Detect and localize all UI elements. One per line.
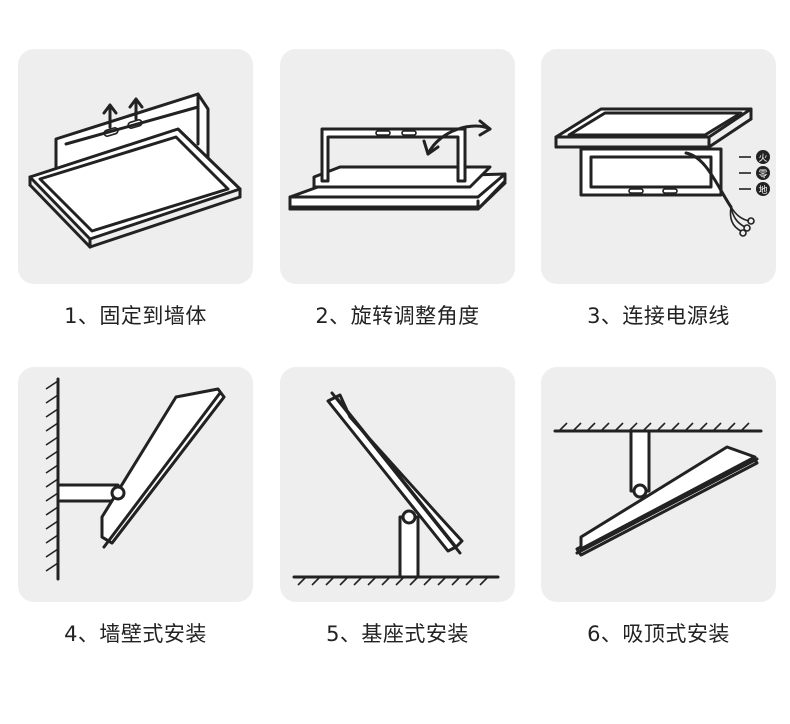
wall-installation-illustration [45,377,226,581]
power-wiring-illustration: 火 零 地 [554,107,770,237]
base-installation-illustration [292,391,500,586]
step-3-caption: 3、连接电源线 [587,304,730,328]
step-6-caption: 6、吸顶式安装 [587,622,730,646]
step-5-illustration-panel [280,367,515,602]
wall-mount-fixing-illustration [28,92,242,249]
rotate-angle-illustration [288,119,507,211]
ceiling-installation-illustration [553,422,763,557]
step-2-caption: 2、旋转调整角度 [315,304,480,328]
step-1-caption: 1、固定到墙体 [64,304,207,328]
wire-label-neutral: 零 [758,169,767,180]
step-4-caption: 4、墙壁式安装 [64,622,207,646]
step-3-illustration-panel: 火 零 地 [541,49,776,284]
wire-label-live: 火 [758,153,767,164]
step-1-illustration-panel [18,49,253,284]
step-2-illustration-panel [280,49,515,284]
step-4-illustration-panel [18,367,253,602]
step-6-illustration-panel [541,367,776,602]
step-5-caption: 5、基座式安装 [326,622,469,646]
wire-label-ground: 地 [758,184,767,196]
